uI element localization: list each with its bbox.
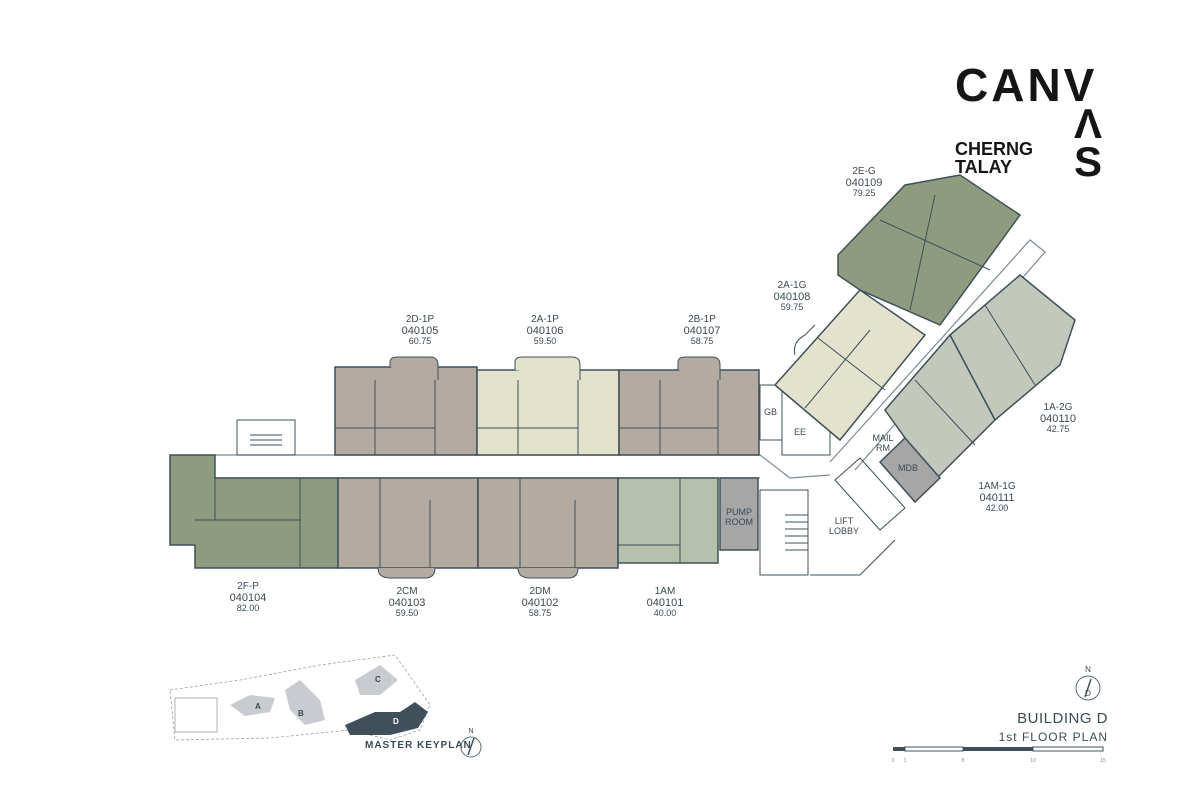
unit-code: 040104 [229, 591, 267, 604]
unit-040105-shape [334, 356, 478, 456]
unit-area: 58.75 [528, 608, 552, 619]
unit-040103-shape [337, 477, 479, 579]
unit-area: 59.75 [780, 302, 804, 313]
scale-tick-1: 1 [904, 758, 907, 764]
unit-040108-shape [773, 289, 927, 442]
unit-code: 040110 [1040, 412, 1076, 425]
unit-040101-shape [617, 477, 719, 564]
scale-tick-15: 15 [1100, 758, 1106, 764]
unit-area: 82.00 [236, 603, 260, 614]
floor-name: 1st FLOOR PLAN [998, 730, 1108, 744]
scale-tick-10: 10 [1030, 758, 1036, 764]
logo-main-text: CANV [955, 59, 1098, 111]
unit-label-040105: 2D-1P 040105 60.75 [375, 314, 465, 347]
gb-label: GB [764, 407, 778, 417]
mdb-shape [878, 436, 942, 504]
unit-area: 42.75 [1046, 424, 1070, 435]
keyplan-block-b: B [298, 709, 304, 718]
unit-code: 040108 [773, 290, 811, 303]
unit-code: 040103 [388, 596, 426, 609]
unit-label-040106: 2A-1P 040106 59.50 [500, 314, 590, 347]
unit-label-040101: 1AM 040101 40.00 [620, 586, 710, 619]
keyplan-title: MASTER KEYPLAN [365, 740, 472, 751]
pump-room-label: PUMP ROOM [725, 507, 753, 527]
unit-label-040111: 1AM-1G 040111 42.00 [952, 481, 1042, 514]
keyplan-block-d: D [393, 717, 399, 726]
building-name: BUILDING D [1017, 710, 1108, 727]
mdb-label: MDB [898, 463, 918, 473]
unit-label-040103: 2CM 040103 59.50 [362, 586, 452, 619]
scale-tick-0: 0 [892, 758, 895, 764]
pump-room-shape [719, 477, 759, 551]
unit-type: 1AM-1G [978, 481, 1016, 492]
unit-area: 59.50 [395, 608, 419, 619]
unit-code: 040105 [401, 324, 439, 337]
unit-040106-shape [476, 356, 620, 456]
master-keyplan [169, 654, 431, 741]
ee-label: EE [794, 427, 807, 437]
unit-040107-shape [618, 356, 760, 456]
logo: CANV [955, 58, 1097, 112]
mail-room-label: MAIL RM [872, 433, 894, 453]
keyplan-north-letter: N [468, 728, 473, 735]
unit-code: 040107 [683, 324, 721, 337]
scale-tick-5: 5 [962, 758, 965, 764]
unit-type: 2A-1G [777, 280, 807, 291]
unit-area: 59.50 [533, 336, 557, 347]
lift-lobby-label: LIFT LOBBY [828, 516, 859, 536]
unit-area: 40.00 [653, 608, 677, 619]
unit-label-040110: 1A-2G 040110 42.75 [1013, 402, 1103, 435]
logo-sub-text: CHERNG TALAY [955, 140, 1033, 176]
unit-type: 1AM [654, 586, 676, 597]
stairs-left [236, 419, 296, 456]
unit-type: 2E-G [852, 166, 876, 177]
logo-sub-line1: CHERNG [955, 139, 1034, 159]
unit-code: 040102 [521, 596, 559, 609]
unit-type: 2B-1P [688, 314, 716, 325]
unit-label-040102: 2DM 040102 58.75 [495, 586, 585, 619]
unit-area: 79.25 [852, 188, 876, 199]
unit-code: 040101 [646, 596, 684, 609]
unit-040102-shape [477, 477, 619, 579]
keyplan-north-icon [460, 736, 482, 758]
north-block-letter: D [1085, 689, 1091, 698]
unit-area: 60.75 [408, 336, 432, 347]
unit-label-040107: 2B-1P 040107 58.75 [657, 314, 747, 347]
unit-type: 2A-1P [531, 314, 559, 325]
unit-code: 040109 [845, 176, 883, 189]
unit-area: 42.00 [985, 503, 1009, 514]
logo-glyph-s: S [1074, 138, 1102, 185]
unit-label-040109: 2E-G 040109 79.25 [819, 166, 909, 199]
unit-area: 58.75 [690, 336, 714, 347]
north-letter: N [1085, 665, 1091, 674]
unit-label-040108: 2A-1G 040108 59.75 [747, 280, 837, 313]
unit-040109-shape [837, 174, 1022, 326]
logo-sub-line2: TALAY [955, 157, 1013, 177]
unit-type: 2F-P [237, 581, 259, 592]
unit-code: 040111 [979, 491, 1015, 504]
lift-lobby [810, 457, 906, 576]
unit-code: 040106 [526, 324, 564, 337]
keyplan-block-c: C [375, 675, 381, 684]
unit-label-040104: 2F-P 040104 82.00 [203, 581, 293, 614]
unit-type: 2DM [529, 586, 551, 597]
logo-glyph-a: Λ [1074, 100, 1102, 147]
stairs-bottom [759, 489, 809, 576]
scale-bar [893, 746, 1104, 752]
unit-type: 1A-2G [1043, 402, 1073, 413]
north-arrow-icon [1075, 675, 1101, 701]
unit-type: 2D-1P [405, 314, 435, 325]
keyplan-block-a: A [255, 702, 261, 711]
unit-040104-shape [169, 454, 339, 569]
unit-type: 2CM [396, 586, 418, 597]
